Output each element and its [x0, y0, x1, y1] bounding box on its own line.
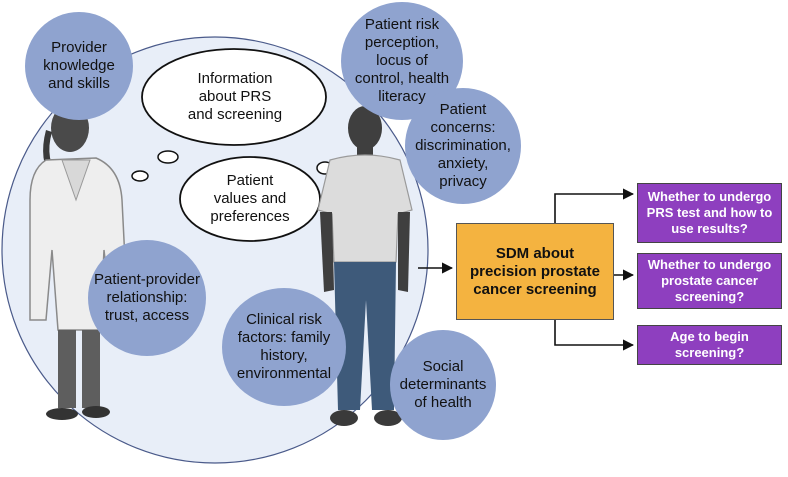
outcome-screening: Whether to undergo prostate cancer scree…: [637, 253, 782, 309]
patient-figure-icon: [317, 106, 413, 426]
values-cloud-shape: [179, 156, 321, 242]
patient-concerns-text: Patient concerns: discrimination, anxiet…: [415, 101, 511, 190]
information-cloud-shape: [141, 48, 327, 146]
social-determinants-text: Social determinants of health: [399, 358, 487, 411]
relationship-text: Patient-provider relationship: trust, ac…: [94, 271, 200, 324]
branch-arrows: [554, 188, 635, 351]
clinical-risk-bubble: Clinical risk factors: family history, e…: [222, 288, 346, 406]
values-cloud-text: Patient values and preferences: [210, 172, 290, 225]
provider-knowledge-bubble: Provider knowledge and skills: [25, 12, 133, 120]
information-cloud-text: Information about PRS and screening: [187, 70, 283, 123]
outcome-age: Age to begin screening?: [637, 325, 782, 365]
relationship-bubble: Patient-provider relationship: trust, ac…: [88, 240, 206, 356]
risk-perception-bubble: Patient risk perception, locus of contro…: [341, 2, 463, 120]
social-determinants-bubble: Social determinants of health: [390, 330, 496, 440]
risk-perception-text: Patient risk perception, locus of contro…: [354, 16, 450, 105]
sdm-box: SDM about precision prostate cancer scre…: [456, 223, 614, 320]
patient-concerns-bubble: Patient concerns: discrimination, anxiet…: [405, 88, 521, 204]
outcome-prs-test: Whether to undergo PRS test and how to u…: [637, 183, 782, 243]
clinical-risk-text: Clinical risk factors: family history, e…: [236, 311, 332, 382]
provider-knowledge-text: Provider knowledge and skills: [43, 39, 115, 92]
